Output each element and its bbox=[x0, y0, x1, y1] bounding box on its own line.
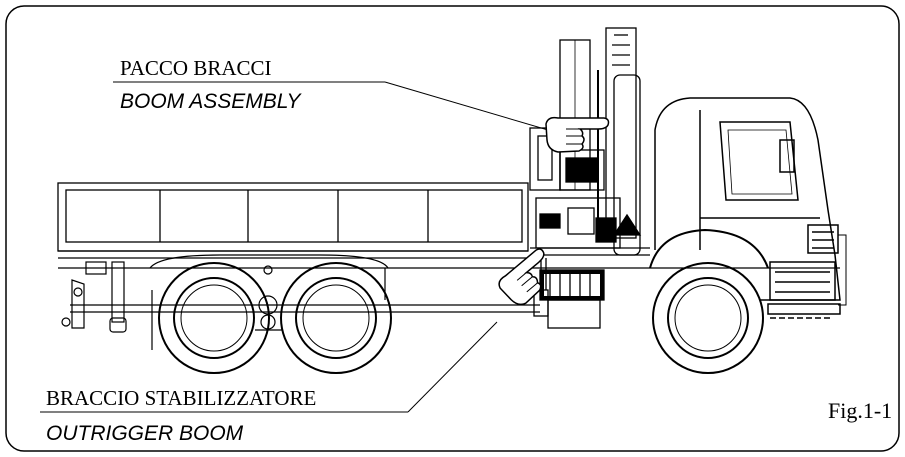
truck-bed bbox=[57, 182, 529, 259]
chassis bbox=[58, 254, 840, 350]
truck-cab bbox=[654, 97, 847, 319]
rear-wheel-1 bbox=[158, 262, 270, 374]
crane bbox=[529, 27, 650, 329]
outrigger-leader-line bbox=[407, 321, 498, 413]
pointing-hand-icon bbox=[545, 116, 610, 153]
outrigger-label-en: OUTRIGGER BOOM bbox=[46, 422, 244, 445]
outrigger-label-it: BRACCIO STABILIZZATORE bbox=[46, 386, 316, 410]
boom-label-group: PACCO BRACCI BOOM ASSEMBLY bbox=[113, 56, 549, 131]
rear-wheel-2 bbox=[280, 262, 392, 374]
axle-link bbox=[255, 265, 282, 331]
boom-label-it: PACCO BRACCI bbox=[120, 56, 272, 80]
figure-caption: Fig.1-1 bbox=[828, 398, 892, 423]
front-wheel bbox=[649, 228, 769, 374]
frame-border bbox=[5, 5, 900, 452]
outrigger-label-group: BRACCIO STABILIZZATORE OUTRIGGER BOOM bbox=[40, 321, 498, 445]
boom-leader-line bbox=[384, 81, 549, 131]
pointing-hand-icon bbox=[498, 248, 545, 306]
boom-label-en: BOOM ASSEMBLY bbox=[120, 90, 303, 113]
